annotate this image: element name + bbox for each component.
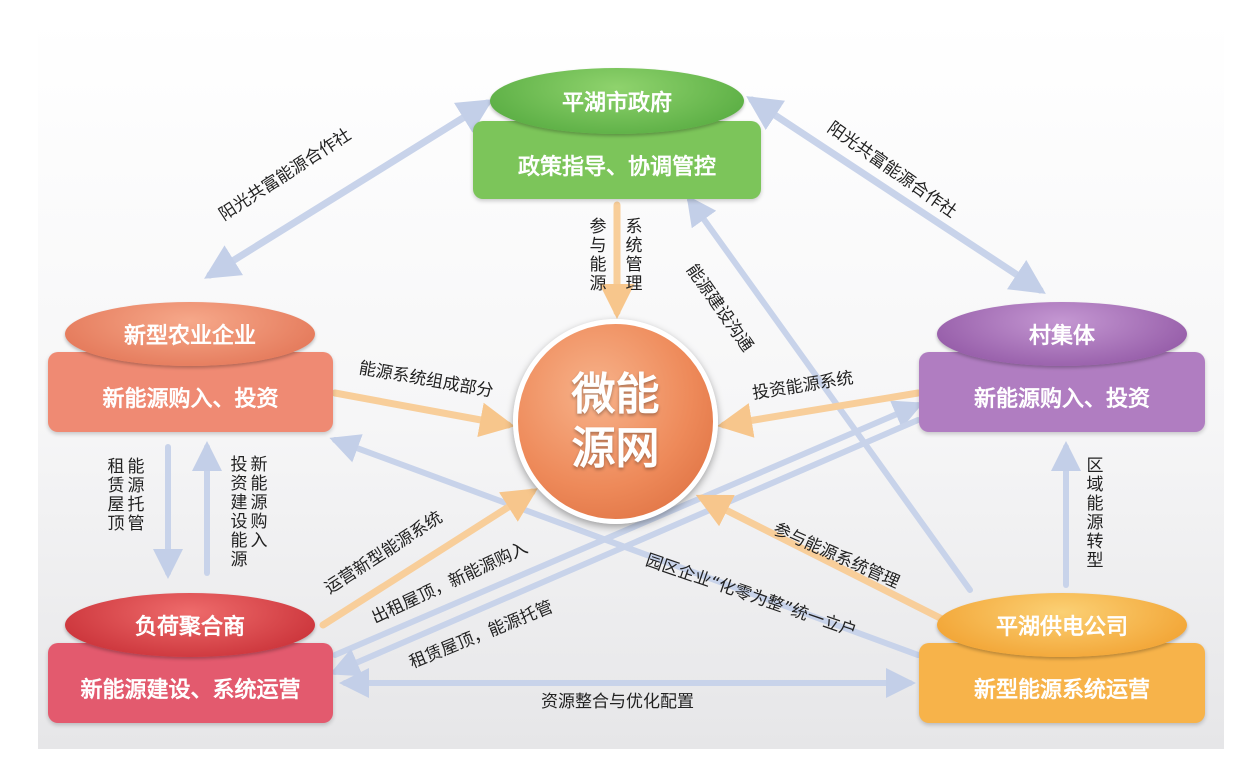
arrow-village-center <box>717 389 922 438</box>
agri-title-ellipse: 新型农业企业 <box>65 302 315 366</box>
power-role-label: 新型能源系统运营 <box>973 678 1150 703</box>
label-region-transform: 区域能源转型 <box>1086 456 1104 571</box>
aggregator-title-label: 负荷聚合商 <box>134 615 245 640</box>
label-lease-roof-b: 能源托管 <box>127 457 145 534</box>
village-title-label: 村集体 <box>1028 324 1095 349</box>
power-title-ellipse: 平湖供电公司 <box>937 593 1187 657</box>
aggregator-role-label: 新能源建设、系统运营 <box>80 678 301 703</box>
label-gov-participate: 参与能源 <box>589 217 607 294</box>
arrow-power-center <box>695 494 952 626</box>
arrow-coop-left <box>204 99 493 279</box>
label-gov-manage: 系统管理 <box>625 217 643 294</box>
government-role-label: 政策指导、协调管控 <box>517 155 716 180</box>
label-invest-b: 新能源购入 <box>250 455 268 551</box>
arrow-agg-center <box>319 488 538 629</box>
government-title-ellipse: 平湖市政府 <box>490 68 744 134</box>
arrow-energy-comm <box>686 195 973 593</box>
arrow-park <box>329 434 921 658</box>
label-resource-integration: 资源整合与优化配置 <box>541 692 694 712</box>
label-invest-a: 投资建设能源 <box>230 455 248 570</box>
aggregator-title-ellipse: 负荷聚合商 <box>65 593 315 657</box>
arrow-coop-right <box>746 96 1046 294</box>
village-role-label: 新能源购入、投资 <box>973 387 1150 412</box>
arrow-agri-center <box>331 389 515 438</box>
arrow-rent-roof <box>332 400 924 658</box>
label-lease-roof-a: 租赁屋顶 <box>107 457 125 534</box>
government-role-box: 政策指导、协调管控 <box>473 121 761 199</box>
power-title-label: 平湖供电公司 <box>995 615 1128 640</box>
village-title-ellipse: 村集体 <box>937 302 1187 366</box>
micro-energy-grid-center: 微能源网 <box>513 319 718 524</box>
agri-role-label: 新能源购入、投资 <box>102 387 279 412</box>
center-label: 微能源网 <box>571 368 660 474</box>
agri-title-label: 新型农业企业 <box>123 324 256 349</box>
government-title-label: 平湖市政府 <box>561 91 672 116</box>
